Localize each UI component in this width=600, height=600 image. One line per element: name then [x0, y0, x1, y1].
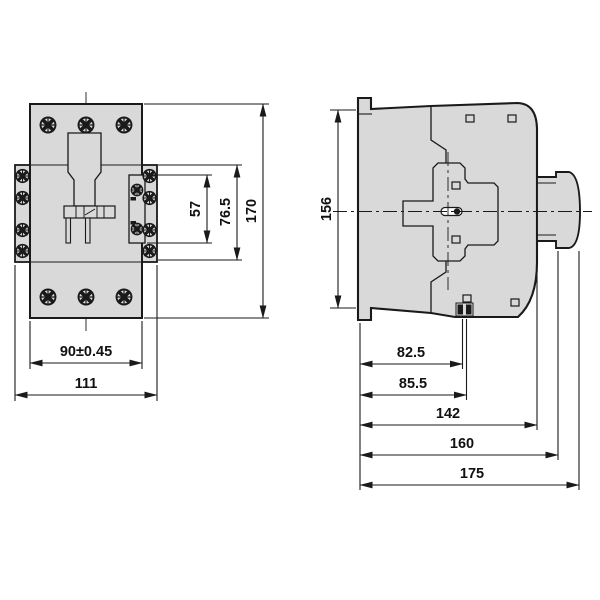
front-view — [14, 92, 158, 332]
dim-depth-b: 85.5 — [359, 319, 468, 400]
phillips-screw-icon — [38, 287, 58, 307]
dim-mounting-width: 90±0.45 — [29, 321, 143, 369]
dim-label-aux-height: 57 — [188, 201, 204, 217]
vent-square — [465, 114, 475, 123]
vent-square — [451, 235, 461, 244]
phillips-screw-icon — [14, 190, 31, 206]
front-prong-left — [65, 217, 72, 244]
phillips-screw-icon — [141, 190, 158, 206]
phillips-screw-icon — [76, 287, 96, 307]
vent-square — [451, 181, 461, 190]
dim-label-overall-height: 170 — [244, 199, 260, 223]
dim-flange-height: 76.5 — [158, 164, 242, 261]
side-vent-squares — [451, 114, 520, 307]
dim-depth-c: 142 — [359, 268, 538, 430]
dim-overall-height: 170 — [144, 103, 269, 319]
dim-label-depth-e: 175 — [460, 466, 484, 482]
dim-label-depth-b: 85.5 — [399, 376, 427, 392]
dim-label-flange-height: 76.5 — [218, 198, 234, 226]
phillips-screw-icon — [38, 115, 58, 135]
dim-overall-width: 111 — [14, 265, 158, 401]
side-view-dimensions: 156 82.5 85.5 142 160 175 — [319, 109, 580, 490]
clamp-jaw — [466, 304, 472, 315]
phillips-screw-icon — [14, 243, 31, 259]
front-aux-tick-top — [130, 197, 136, 201]
clamp-outline — [455, 302, 474, 317]
side-terminal-steps — [537, 182, 556, 236]
phillips-screw-icon — [114, 115, 134, 135]
clamp-jaw — [457, 304, 463, 315]
dim-label-mounting-height: 156 — [319, 197, 335, 221]
dim-aux-height: 57 — [147, 174, 212, 244]
dim-depth-a: 82.5 — [359, 319, 464, 369]
vent-square — [507, 114, 517, 123]
phillips-screw-icon — [141, 222, 158, 238]
dim-label-overall-width: 111 — [75, 376, 98, 392]
side-view — [333, 96, 592, 322]
side-terminal-protrusion — [536, 171, 581, 249]
dim-label-depth-a: 82.5 — [397, 345, 425, 361]
phillips-screw-icon — [76, 115, 96, 135]
front-view-dimensions: 170 76.5 57 90±0.45 111 — [14, 103, 269, 401]
dim-depth-e: 175 — [359, 251, 580, 490]
phillips-screw-icon — [141, 243, 158, 259]
phillips-screw-icon — [114, 287, 134, 307]
side-step-contours — [430, 107, 447, 313]
dim-label-depth-c: 142 — [436, 406, 460, 422]
front-prong-right — [84, 217, 91, 244]
dim-label-mounting-width: 90±0.45 — [60, 344, 112, 360]
front-crossbar-segments — [75, 206, 105, 218]
vent-square — [510, 298, 520, 307]
dim-label-depth-d: 160 — [450, 436, 474, 452]
dim-mounting-height: 156 — [319, 109, 356, 309]
dim-depth-d: 160 — [359, 251, 559, 460]
phillips-screw-icon — [130, 183, 144, 197]
vent-square — [462, 294, 472, 303]
phillips-screw-icon — [130, 222, 144, 236]
phillips-screw-icon — [14, 222, 31, 238]
side-bottom-clamp — [455, 302, 474, 317]
front-aux-tick-bottom — [130, 221, 136, 225]
phillips-screw-icon — [14, 168, 31, 184]
side-center-pin — [453, 208, 461, 215]
phillips-screw-icon — [141, 168, 158, 184]
